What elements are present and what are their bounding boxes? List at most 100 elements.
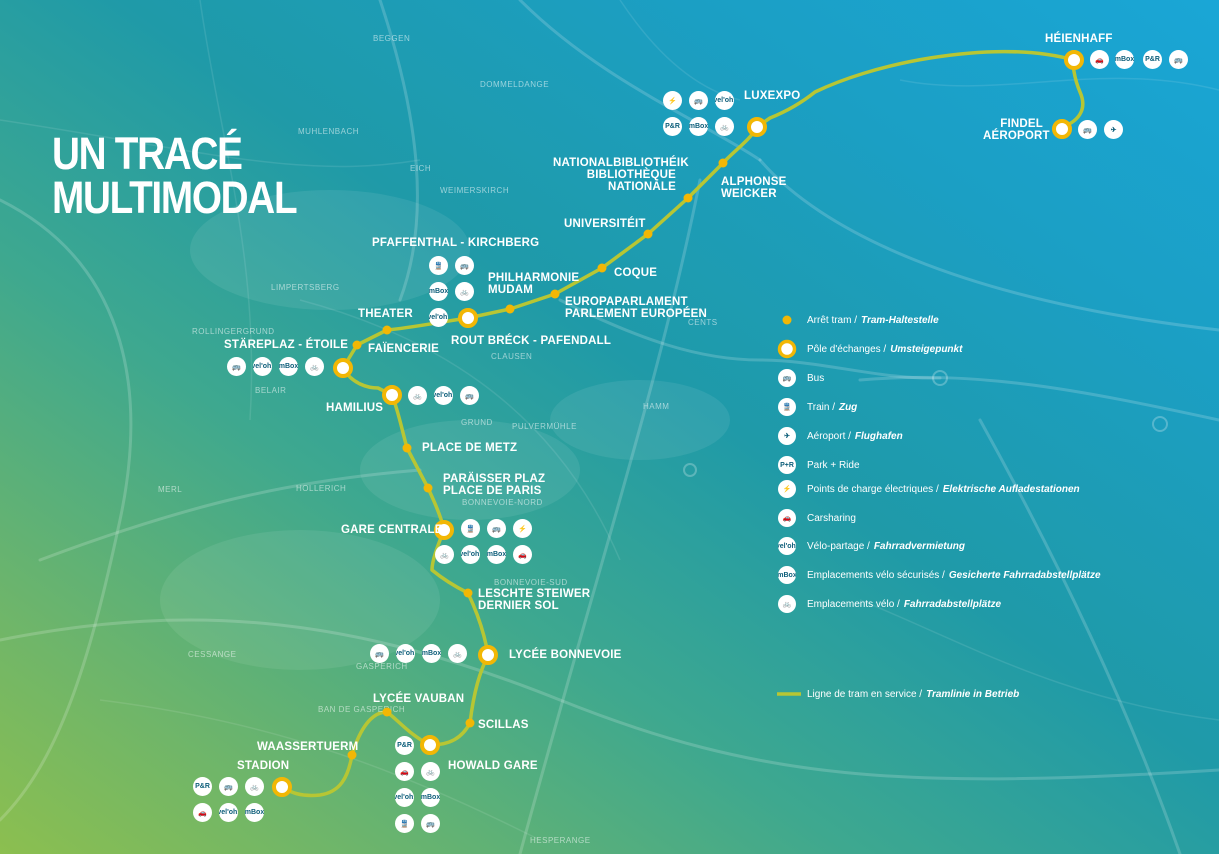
hub-stop-marker xyxy=(747,117,767,137)
velo-share-icon: vel'oh! xyxy=(396,644,415,663)
legend-row-mbox: mBox Emplacements vélo sécurisés /Gesich… xyxy=(777,565,1101,585)
district-label: EICH xyxy=(410,164,432,173)
district-label: CENTS xyxy=(688,318,718,327)
title-line-2: MULTIMODAL xyxy=(52,172,298,223)
legend-de: Fahrradvermietung xyxy=(873,540,965,552)
tram-stop-marker xyxy=(718,158,728,168)
tram-stop-marker xyxy=(347,750,357,760)
hub-stop-marker xyxy=(1064,50,1084,70)
stop-label: ALPHONSE WEICKER xyxy=(721,176,787,200)
park-ride-icon: P&R xyxy=(193,777,212,796)
legend-de: Fahrradabstellplätze xyxy=(903,598,1002,610)
hub-stop-marker xyxy=(382,385,402,405)
park-ride-icon: P+R xyxy=(778,456,796,474)
district-label: BONNEVOIE-SUD xyxy=(494,578,568,587)
tram-stop-marker xyxy=(463,588,473,598)
legend-fr: Emplacements vélo / xyxy=(807,598,900,610)
bus-icon: 🚌 xyxy=(455,256,474,275)
tram-stop-marker xyxy=(423,483,433,493)
district-label: MUHLENBACH xyxy=(298,127,360,136)
mbox-icon: mBox xyxy=(689,117,708,136)
stop-label: GARE CENTRALE xyxy=(341,524,443,536)
tram-stop-marker xyxy=(597,263,607,273)
bike-parking-icon: 🚲 xyxy=(715,117,734,136)
legend-de: Umsteigepunkt xyxy=(890,343,963,355)
district-label: GASPERICH xyxy=(356,662,408,671)
stop-label: PFAFFENTHAL - KIRCHBERG xyxy=(372,237,540,249)
velo-share-icon: vel'oh! xyxy=(429,308,448,327)
charging-icon: ⚡ xyxy=(663,91,682,110)
district-label: HOLLERICH xyxy=(296,484,347,493)
hub-stop-marker xyxy=(1052,119,1072,139)
bus-icon: 🚌 xyxy=(219,777,238,796)
district-label: CLAUSEN xyxy=(491,352,533,361)
district-label: BEGGEN xyxy=(373,34,411,43)
legend-row-bus: 🚌 Bus xyxy=(777,368,824,388)
district-label: BONNEVOIE-NORD xyxy=(462,498,543,507)
bus-icon: 🚌 xyxy=(1169,50,1188,69)
stop-label: WAASSERTUERM xyxy=(257,741,359,753)
hub-stop-marker xyxy=(272,777,292,797)
district-label: BAN DE GASPERICH xyxy=(318,705,406,714)
legend-fr: Park + Ride xyxy=(807,459,860,471)
legend-fr: Ligne de tram en service / xyxy=(807,688,923,700)
district-label: CESSANGE xyxy=(188,650,237,659)
park-ride-icon: P&R xyxy=(663,117,682,136)
legend-row-hub: Pôle d'échanges /Umsteigepunkt xyxy=(777,339,962,359)
velo-share-icon: vel'oh! xyxy=(778,537,796,555)
bus-icon: 🚌 xyxy=(460,386,479,405)
stop-label: HAMILIUS xyxy=(326,402,384,414)
stop-label: LESCHTE STEIWER DERNIER SOL xyxy=(478,588,591,612)
stop-label: ROUT BRÉCK - PAFENDALL xyxy=(451,335,612,347)
plane-icon: ✈ xyxy=(778,427,796,445)
plane-icon: ✈ xyxy=(1104,120,1123,139)
park-ride-icon: P&R xyxy=(395,736,414,755)
legend-fr: Train / xyxy=(807,401,835,413)
bus-icon: 🚌 xyxy=(370,644,389,663)
legend-row-bike: 🚲 Emplacements vélo /Fahrradabstellplätz… xyxy=(777,594,1001,614)
carsharing-icon: 🚗 xyxy=(193,803,212,822)
legend-row-velo: vel'oh! Vélo-partage /Fahrradvermietung xyxy=(777,536,965,556)
legend-row-line: Ligne de tram en service /Tramlinie in B… xyxy=(777,684,1019,704)
stop-label: PLACE DE METZ xyxy=(422,442,518,454)
park-ride-icon: P&R xyxy=(1143,50,1162,69)
stop-label: PHILHARMONIE MUDAM xyxy=(488,272,580,296)
stop-label: NATIONALBIBLIOTHÉIK BIBLIOTHÈQUE NATIONA… xyxy=(553,157,689,193)
train-icon: 🚆 xyxy=(429,256,448,275)
mbox-icon: mBox xyxy=(1115,50,1134,69)
velo-share-icon: vel'oh! xyxy=(395,788,414,807)
district-label: GRUND xyxy=(461,418,493,427)
district-label: MERL xyxy=(158,485,183,494)
mbox-icon: mBox xyxy=(245,803,264,822)
district-label: ROLLINGERGRUND xyxy=(192,327,275,336)
stop-label: COQUE xyxy=(614,267,658,279)
stop-label: FAÏENCERIE xyxy=(368,343,440,355)
map-title: UN TRACÉ MULTIMODAL xyxy=(52,131,298,223)
tram-stop-marker xyxy=(550,289,560,299)
bus-icon: 🚌 xyxy=(421,814,440,833)
carsharing-icon: 🚗 xyxy=(1090,50,1109,69)
legend-de: Tramlinie in Betrieb xyxy=(926,688,1020,700)
legend-de: Flughafen xyxy=(854,430,903,442)
legend-fr: Points de charge électriques / xyxy=(807,483,939,495)
train-icon: 🚆 xyxy=(395,814,414,833)
tram-stop-marker xyxy=(382,707,392,717)
bus-icon: 🚌 xyxy=(487,519,506,538)
stop-label: LYCÉE VAUBAN xyxy=(373,693,465,705)
stop-label: PARÄISSER PLAZ PLACE DE PARIS xyxy=(443,473,546,497)
stop-label: UNIVERSITÉIT xyxy=(564,218,646,230)
bike-parking-icon: 🚲 xyxy=(421,762,440,781)
velo-share-icon: vel'oh! xyxy=(715,91,734,110)
legend-row-train: 🚆 Train /Zug xyxy=(777,397,857,417)
legend-de: Gesicherte Fahrradabstellplätze xyxy=(948,569,1101,581)
legend-fr: Arrêt tram / xyxy=(807,314,858,326)
bike-parking-icon: 🚲 xyxy=(408,386,427,405)
hub-stop-marker xyxy=(434,520,454,540)
stop-label: STÄREPLAZ - ÉTOILE xyxy=(224,339,349,351)
hub-stop-marker xyxy=(333,358,353,378)
legend-de: Zug xyxy=(838,401,858,413)
legend-fr: Emplacements vélo sécurisés / xyxy=(807,569,945,581)
district-label: HESPERANGE xyxy=(530,836,591,845)
